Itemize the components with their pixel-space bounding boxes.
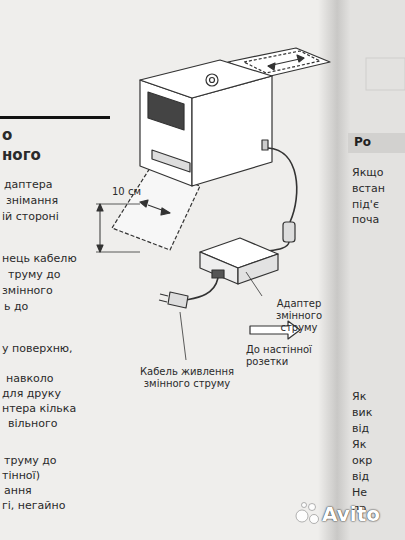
body-text: поча <box>352 213 379 226</box>
body-text: Якщо <box>352 166 383 179</box>
body-text: труму до <box>4 454 57 467</box>
body-text: ь до <box>4 300 28 313</box>
body-text: навколо <box>6 372 54 385</box>
part-label: Кабель живлення змінного струму <box>124 366 250 390</box>
body-text: ій стороні <box>2 210 59 223</box>
body-text: труму до <box>8 268 61 281</box>
body-text: знімання <box>6 194 58 207</box>
body-text: Не <box>352 486 367 499</box>
body-text: змінного <box>2 284 53 297</box>
heading-band: Ро <box>348 133 405 153</box>
dimension-label: 10 см <box>112 186 141 198</box>
section-heading: ного <box>2 146 41 164</box>
heading-text: Ро <box>354 135 399 149</box>
body-text: Як <box>352 390 366 403</box>
part-label: До настінної розетки <box>246 344 326 368</box>
section-heading: о <box>2 126 12 144</box>
body-text: під'є <box>352 198 379 211</box>
body-text: ання <box>4 484 32 497</box>
body-text: у поверхню, <box>2 342 73 355</box>
body-text: встан <box>352 182 385 195</box>
body-text: нець кабелю <box>2 252 77 265</box>
part-label: Адаптер змінного струму <box>256 298 342 334</box>
body-text: окр <box>352 454 372 467</box>
body-text: даптера <box>4 178 52 191</box>
body-text: Як <box>352 438 366 451</box>
body-text: гі, негайно <box>2 499 65 512</box>
body-text: тінної) <box>2 469 40 482</box>
body-text: від <box>352 470 369 483</box>
body-text: для друку <box>2 387 61 400</box>
watermark: Avito <box>322 502 380 526</box>
body-text: вик <box>352 406 372 419</box>
body-text: нтера кілька <box>2 402 76 415</box>
body-text: від <box>352 422 369 435</box>
body-text: вільного <box>8 417 57 430</box>
